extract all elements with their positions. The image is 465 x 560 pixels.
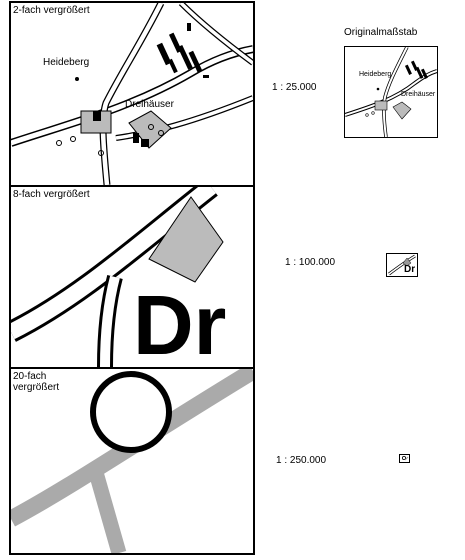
map-2x-drawing [11, 3, 253, 185]
scale-label-100000: 1 : 100.000 [285, 257, 336, 268]
panel-label-2x: 2-fach vergrößert [13, 5, 90, 16]
symbol-text-large: Dr [133, 278, 227, 369]
mini-map-25000: Heideberg Dreihäuser [344, 46, 438, 138]
panel-label-8x: 8-fach vergrößert [13, 189, 90, 200]
label-heideberg: Heideberg [43, 57, 90, 68]
mini-map-250000-drawing [402, 455, 409, 461]
panel-label-20x: 20-fach vergrößert [13, 371, 60, 393]
mini-map-25000-drawing [345, 47, 437, 137]
label-dreihaeuser: Dreihäuser [125, 99, 174, 110]
scale-label-25000: 1 : 25.000 [272, 82, 317, 93]
mini-label-heideberg: Heideberg [359, 71, 392, 78]
map-8x-drawing [11, 187, 224, 367]
mini-symbol-text: Dr [404, 264, 416, 275]
mini-map-250000 [399, 454, 410, 463]
mini-map-100000-drawing [388, 254, 416, 276]
map-panel-20x: 20-fach vergrößert [9, 367, 255, 555]
scale-label-250000: 1 : 250.000 [276, 455, 327, 466]
original-scale-caption: Originalmaßstab [344, 27, 418, 38]
mini-map-100000: Dr [386, 253, 418, 277]
mini-label-dreihaeuser: Dreihäuser [401, 91, 436, 98]
map-20x-drawing [11, 369, 253, 553]
map-panel-2x: 2-fach vergrößert Heideberg Dreihäuser [9, 1, 255, 187]
map-panel-8x: 8-fach vergrößert Dr [9, 185, 255, 369]
